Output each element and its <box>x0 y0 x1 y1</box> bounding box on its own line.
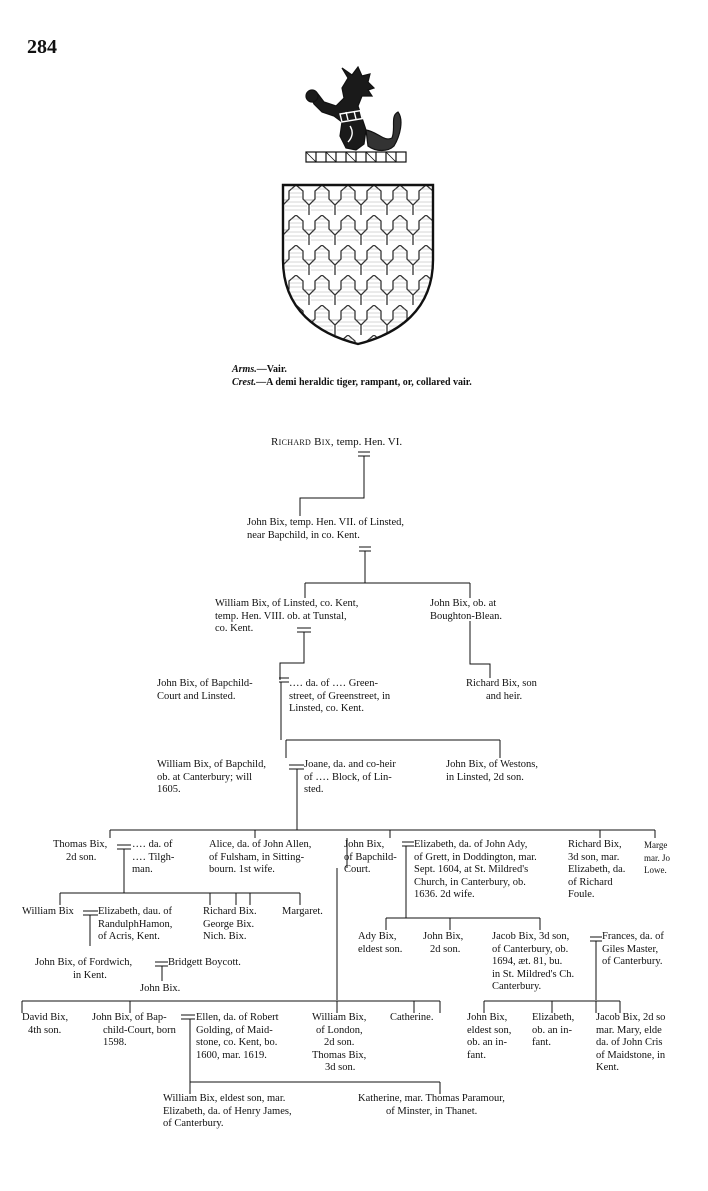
crest-caption: Crest.—A demi heraldic tiger, rampant, o… <box>232 377 472 388</box>
page-number: 284 <box>27 36 57 58</box>
bridgett-boycott: Bridgett Boycott. <box>168 957 241 968</box>
da-of-greenstreet: ‥‥ da. of ‥‥ Green-street, of Greenstree… <box>289 678 391 714</box>
john-bix-linsted: John Bix, temp. Hen. VII. of Linsted,nea… <box>247 517 404 541</box>
thomas-bix: Thomas Bix,2d son. <box>53 839 108 863</box>
richard-bix-3d-son: Richard Bix,3d son, mar.Elizabeth, da.of… <box>568 839 626 900</box>
william-bix-linsted: William Bix, of Linsted, co. Kent,temp. … <box>215 598 359 634</box>
katherine-paramour: Katherine, mar. Thomas Paramour,of Minst… <box>358 1093 505 1117</box>
arms-caption: Arms.—Vair. <box>232 364 287 375</box>
alice-allen: Alice, da. of John Allen,of Fulsham, in … <box>209 839 312 875</box>
john-bix-bapchild: John Bix, of Bapchild-Court and Linsted. <box>157 678 253 702</box>
elizabeth-infant: Elizabeth,ob. an in-fant. <box>532 1012 575 1048</box>
demi-tiger-crest-icon <box>305 66 407 163</box>
richard-george-nich-bix: Richard Bix.George Bix.Nich. Bix. <box>203 906 257 942</box>
elizabeth-ady: Elizabeth, da. of John Ady,of Grett, in … <box>414 839 537 900</box>
william-bix-london: William Bix,of London,2d son.Thomas Bix,… <box>312 1012 367 1073</box>
john-bix-child: John Bix. <box>140 983 181 994</box>
catherine: Catherine. <box>390 1012 434 1023</box>
ady-bix: Ady Bix,eldest son. <box>358 931 403 955</box>
david-bix: David Bix,4th son. <box>22 1012 69 1036</box>
john-bix-eldest-infant: John Bix,eldest son,ob. an in-fant. <box>467 1012 512 1061</box>
john-bix-bapchild-court: John Bix,of Bapchild-Court. <box>344 839 397 875</box>
vair-shield-icon <box>281 183 435 346</box>
da-of-tilghman: ‥‥ da. of‥‥ Tilgh-man. <box>132 839 175 875</box>
william-bix-eldest-son: William Bix, eldest son, mar.Elizabeth, … <box>163 1093 292 1129</box>
john-bix-westons: John Bix, of Westons,in Linsted, 2d son. <box>446 759 539 783</box>
richard-bix: Richard Bix, temp. Hen. VI. <box>271 436 403 448</box>
john-bix-fordwich: John Bix, of Fordwich,in Kent. <box>35 957 133 981</box>
william-bix-bapchild: William Bix, of Bapchild,ob. at Canterbu… <box>157 759 266 795</box>
william-bix-hamon: William Bix <box>22 906 74 917</box>
john-bix-2d-son: John Bix,2d son. <box>423 931 464 955</box>
margaret: Margaret. <box>282 906 323 917</box>
jacob-bix-3d-son: Jacob Bix, 3d son,of Canterbury, ob.1694… <box>492 931 575 992</box>
